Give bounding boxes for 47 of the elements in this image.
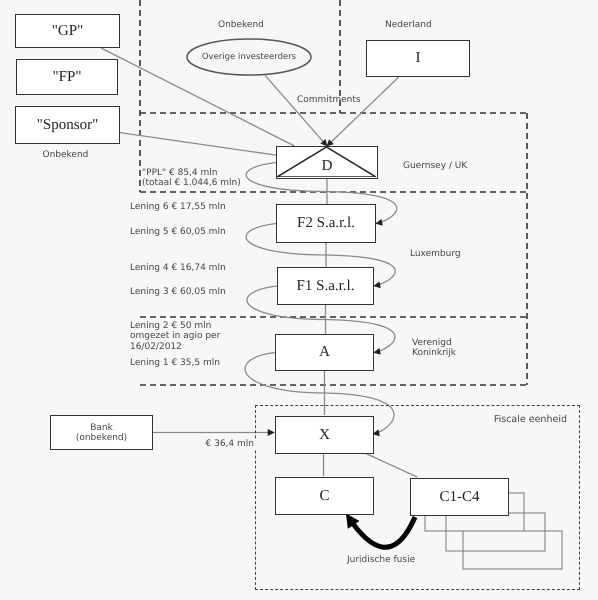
amount-label: Lening 2 € 50 mln omgezet in agio per 16/02/2012 <box>130 321 222 352</box>
connector-line <box>322 453 324 476</box>
node-caption: Onbekend <box>42 150 88 162</box>
amount-label: Lening 1 € 35,5 mln <box>130 358 220 370</box>
entity-box: "FP" <box>16 59 118 95</box>
arrow <box>264 74 328 147</box>
entity-box: Bank (onbekend) <box>50 415 153 450</box>
curved-arrow <box>346 513 418 550</box>
region-label: Luxemburg <box>410 249 461 260</box>
connector-line <box>364 452 418 478</box>
entity-box: A <box>275 334 374 371</box>
arrow <box>246 162 398 226</box>
connector-line <box>324 371 326 415</box>
group-title: Fiscale eenheid <box>494 414 567 425</box>
region-label: Guernsey / UK <box>403 161 468 172</box>
group-frame <box>255 405 580 590</box>
arrow <box>246 285 396 354</box>
entity-box: "Sponsor" <box>15 106 120 144</box>
connector-line <box>100 47 295 147</box>
amount-label: Lening 3 € 60,05 mln <box>130 287 226 298</box>
region-label: Verenigd Koninkrijk <box>412 338 457 359</box>
entity-box: F2 S.a.r.l. <box>276 204 376 243</box>
triangle-box: D <box>276 146 378 179</box>
region-label: Nederland <box>385 20 432 32</box>
arrow <box>326 76 400 146</box>
entity-box: X <box>275 416 374 454</box>
amount-label: Commitments <box>297 95 361 106</box>
amount-label: Lening 6 € 17,55 mln <box>130 202 226 214</box>
edge-label: € 36,4 mln <box>204 438 256 448</box>
connector-line <box>120 132 276 156</box>
connector-line <box>326 179 328 204</box>
arrow <box>244 352 394 436</box>
connector-line <box>325 243 327 267</box>
entity-box: C1-C4 <box>410 478 509 516</box>
arrow <box>246 222 396 288</box>
amount-label: Lening 4 € 16,74 mln <box>130 263 226 274</box>
entity-box: "GP" <box>15 14 120 48</box>
entity-box: C <box>275 477 374 515</box>
amount-label: Lening 5 € 60,05 mln <box>130 227 226 238</box>
connector-line <box>324 305 326 334</box>
entity-box: F1 S.a.r.l. <box>277 267 374 305</box>
ellipse-node: Overige investeerders <box>186 38 312 76</box>
edge-label: Juridische fusie <box>345 555 418 565</box>
region-label: Onbekend <box>218 20 264 32</box>
amount-label: "PPL" € 85,4 mln (totaal € 1.044,6 mln) <box>142 168 242 189</box>
entity-box: I <box>366 40 470 77</box>
arrow <box>153 429 275 436</box>
